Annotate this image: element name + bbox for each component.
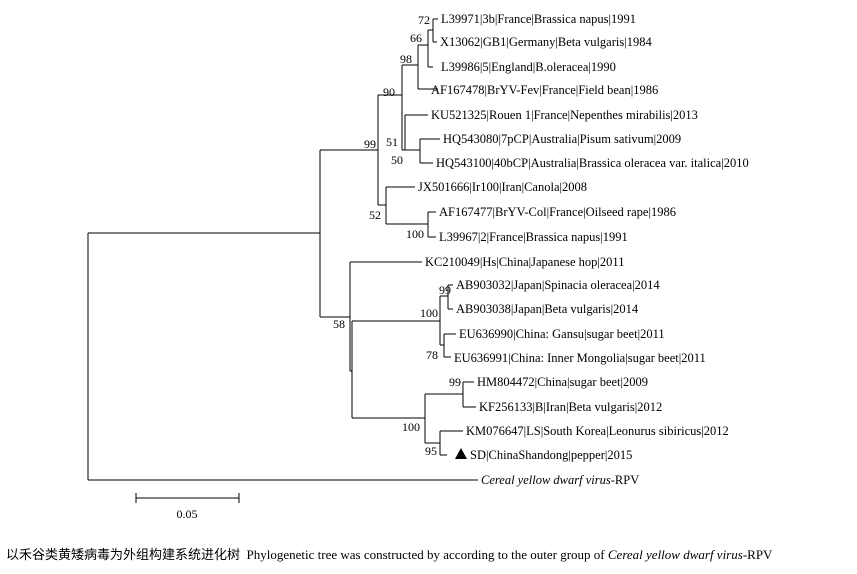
leaf-label: AB903038|Japan|Beta vulgaris|2014 <box>456 302 639 316</box>
leaf-label: KF256133|B|Iran|Beta vulgaris|2012 <box>479 400 662 414</box>
leaf-label: HM804472|China|sugar beet|2009 <box>477 375 648 389</box>
bootstrap-value: 66 <box>410 31 422 45</box>
bootstrap-value: 100 <box>406 227 424 241</box>
bootstrap-value: 51 <box>386 135 398 149</box>
caption-chinese: 以禾谷类黄矮病毒为外组构建系统进化树 <box>6 547 241 562</box>
internal-branch <box>349 261 422 372</box>
bootstrap-value: 98 <box>400 52 412 66</box>
leaf-label: KC210049|Hs|China|Japanese hop|2011 <box>425 255 624 269</box>
bootstrap-value: 99 <box>449 375 461 389</box>
leaf-label: SD|ChinaShandong|pepper|2015 <box>470 448 632 462</box>
bootstrap-value: 100 <box>420 306 438 320</box>
internal-branch <box>439 295 448 346</box>
bootstrap-value: 58 <box>333 317 345 331</box>
bootstrap-value: 99 <box>439 283 451 297</box>
internal-branch <box>377 94 402 206</box>
internal-branch <box>443 333 456 358</box>
leaf-label: HQ543080|7pCP|Australia|Pisum sativum|20… <box>443 132 681 146</box>
internal-branch <box>385 186 428 225</box>
caption-english-italic: Cereal yellow dwarf virus <box>607 547 743 562</box>
leaf-label: AB903032|Japan|Spinacia oleracea|2014 <box>456 278 660 292</box>
scale-bar: 0.05 <box>135 493 240 521</box>
internal-branch <box>424 393 463 444</box>
caption-english: Phylogenetic tree was constructed by acc… <box>246 547 608 562</box>
bootstrap-value: 50 <box>391 153 403 167</box>
filled-triangle-marker <box>455 448 467 459</box>
bootstrap-value: 90 <box>383 85 395 99</box>
leaf-label: L39967|2|France|Brassica napus|1991 <box>439 230 628 244</box>
bootstrap-value: 72 <box>418 13 430 27</box>
leaf-label: AF167477|BrYV-Col|France|Oilseed rape|19… <box>439 205 676 219</box>
internal-branch <box>351 320 440 419</box>
leaf-label: X13062|GB1|Germany|Beta vulgaris|1984 <box>440 35 652 49</box>
leaf-label: AF167478|BrYV-Fev|France|Field bean|1986 <box>431 83 658 97</box>
tree-branches <box>87 18 478 481</box>
internal-branch <box>404 114 428 151</box>
internal-branch <box>427 211 436 238</box>
leaf-label: KU521325|Rouen 1|France|Nepenthes mirabi… <box>431 108 698 122</box>
scale-bar-label: 0.05 <box>177 507 198 521</box>
leaf-labels: L39971|3b|France|Brassica napus|1991 X13… <box>418 12 749 487</box>
internal-branch <box>462 381 476 408</box>
internal-branch <box>427 29 433 68</box>
internal-branch <box>401 64 418 151</box>
bootstrap-value: 52 <box>369 208 381 222</box>
caption-english-suffix: -RPV <box>742 547 773 562</box>
root-branch <box>87 232 478 481</box>
bootstrap-value: 95 <box>425 444 437 458</box>
internal-branch <box>419 138 440 164</box>
outgroup-label: Cereal yellow dwarf virus-RPV <box>481 473 639 487</box>
internal-branch <box>432 18 438 43</box>
internal-branch <box>319 149 378 318</box>
leaf-label: EU636990|China: Gansu|sugar beet|2011 <box>459 327 665 341</box>
leaf-label: KM076647|LS|South Korea|Leonurus sibiric… <box>466 424 729 438</box>
leaf-label: L39971|3b|France|Brassica napus|1991 <box>441 12 636 26</box>
internal-branch <box>417 44 428 90</box>
internal-branch <box>439 430 463 456</box>
figure-caption: 以禾谷类黄矮病毒为外组构建系统进化树 Phylogenetic tree was… <box>6 544 856 563</box>
bootstrap-value: 99 <box>364 137 376 151</box>
leaf-label: L39986|5|England|B.oleracea|1990 <box>441 60 616 74</box>
bootstrap-value: 100 <box>402 420 420 434</box>
leaf-label: HQ543100|40bCP|Australia|Brassica olerac… <box>436 156 749 170</box>
internal-branch <box>447 284 453 310</box>
leaf-label: JX501666|Ir100|Iran|Canola|2008 <box>418 180 587 194</box>
leaf-label: EU636991|China: Inner Mongolia|sugar bee… <box>454 351 706 365</box>
bootstrap-values: 72 66 98 90 51 50 99 52 100 99 100 78 58… <box>333 13 461 458</box>
bootstrap-value: 78 <box>426 348 438 362</box>
